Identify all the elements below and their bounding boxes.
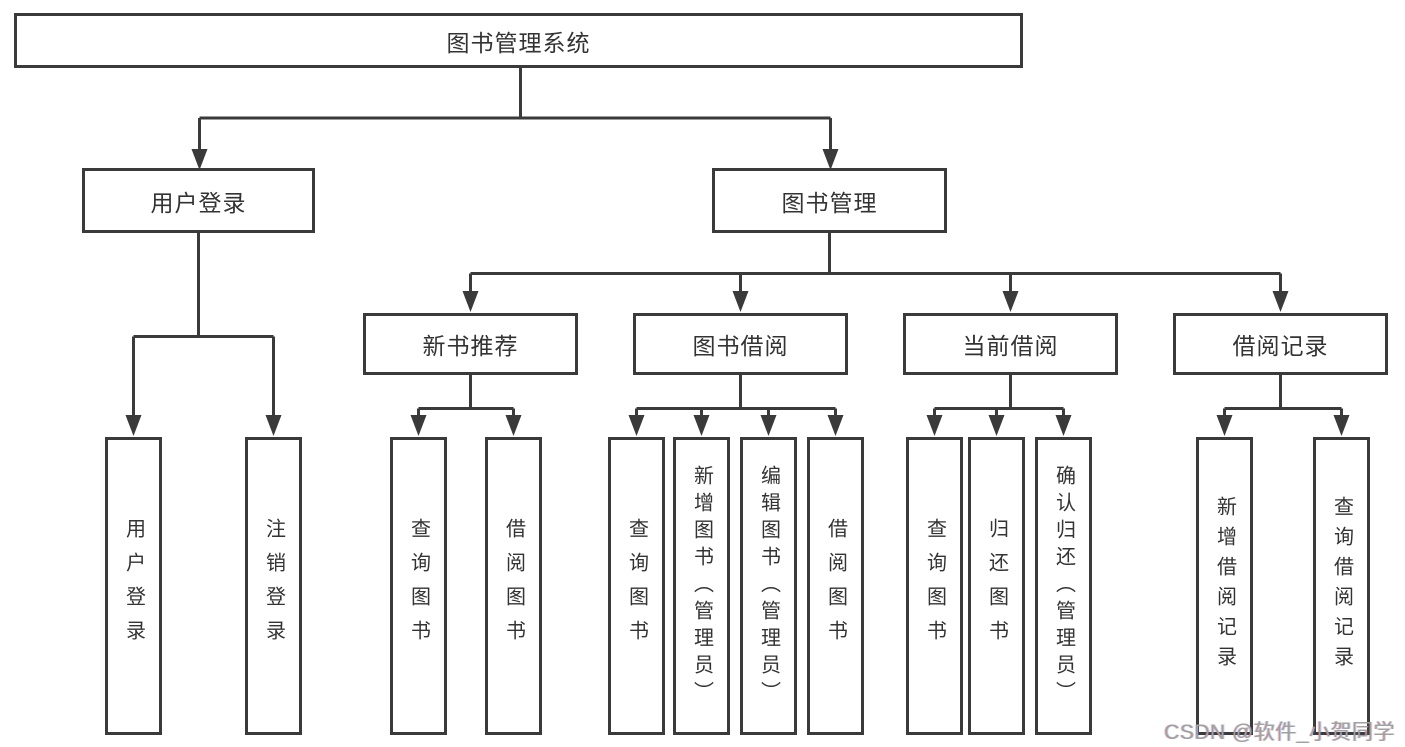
leaf-borrow-query-books-label: 查询图书: [625, 518, 648, 654]
leaf-current-return-books-label: 归还图书: [985, 518, 1008, 654]
connector-lines: [132, 68, 1343, 416]
leaf-current-confirm-return-admin: 确认归还（管理员）: [1035, 437, 1092, 735]
node-book-management: 图书管理: [712, 168, 947, 233]
leaf-logout: 注销登录: [245, 437, 302, 735]
leaf-current-query-books-label: 查询图书: [923, 518, 946, 654]
leaf-query-borrow-record: 查询借阅记录: [1313, 437, 1370, 735]
node-user-login: 用户登录: [82, 168, 315, 233]
leaf-user-login: 用户登录: [105, 437, 162, 735]
arrowheads: [125, 149, 1350, 436]
leaf-borrow-borrow-books: 借阅图书: [807, 437, 864, 735]
node-library-system: 图书管理系统: [14, 13, 1023, 68]
leaf-current-confirm-return-admin-label: 确认归还（管理员）: [1052, 464, 1075, 708]
leaf-logout-label: 注销登录: [262, 518, 285, 654]
node-book-borrowing-label: 图书借阅: [692, 333, 789, 359]
node-current-borrowing-label: 当前借阅: [962, 333, 1059, 359]
csdn-watermark: CSDN @软件_小贺同学: [1164, 721, 1395, 744]
leaf-new-borrow-record: 新增借阅记录: [1196, 437, 1253, 735]
node-book-borrowing: 图书借阅: [633, 313, 848, 375]
node-current-borrowing: 当前借阅: [903, 313, 1118, 375]
leaf-borrow-add-books-admin-label: 新增图书（管理员）: [690, 464, 713, 708]
node-new-book-recommendation-label: 新书推荐: [422, 333, 519, 359]
node-borrowing-records-label: 借阅记录: [1232, 333, 1329, 359]
leaf-current-query-books: 查询图书: [906, 437, 963, 735]
leaf-recommend-borrow-books: 借阅图书: [485, 437, 542, 735]
leaf-borrow-query-books: 查询图书: [608, 437, 665, 735]
node-library-system-label: 图书管理系统: [446, 29, 591, 56]
node-new-book-recommendation: 新书推荐: [363, 313, 578, 375]
node-book-management-label: 图书管理: [781, 189, 878, 216]
leaf-current-return-books: 归还图书: [968, 437, 1025, 735]
leaf-borrow-add-books-admin: 新增图书（管理员）: [673, 437, 730, 735]
leaf-borrow-edit-books-admin-label: 编辑图书（管理员）: [757, 464, 780, 708]
leaf-recommend-query-books-label: 查询图书: [407, 518, 430, 654]
leaf-borrow-borrow-books-label: 借阅图书: [824, 518, 847, 654]
leaf-recommend-query-books: 查询图书: [390, 437, 447, 735]
leaf-user-login-label: 用户登录: [122, 518, 145, 654]
node-user-login-label: 用户登录: [150, 189, 247, 216]
leaf-new-borrow-record-label: 新增借阅记录: [1213, 496, 1236, 676]
leaf-query-borrow-record-label: 查询借阅记录: [1330, 496, 1353, 676]
leaf-recommend-borrow-books-label: 借阅图书: [502, 518, 525, 654]
leaf-borrow-edit-books-admin: 编辑图书（管理员）: [740, 437, 797, 735]
node-borrowing-records: 借阅记录: [1173, 313, 1388, 375]
